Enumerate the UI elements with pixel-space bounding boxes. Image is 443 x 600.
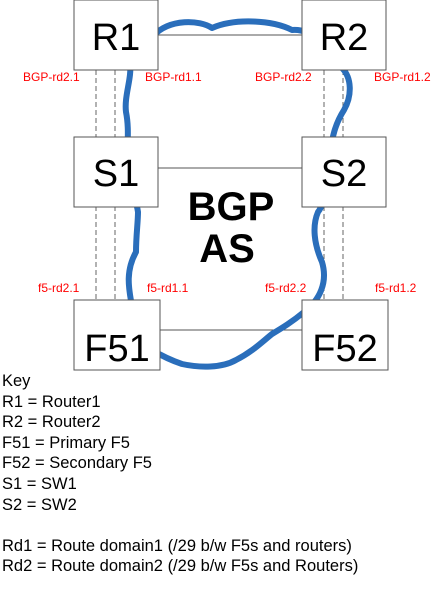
key-item-rd1-row: Rd1 = Route domain1 (/29 b/w F5s and rou… [2, 515, 358, 556]
key-item-r2: R2 = Router2 [2, 413, 101, 432]
f5-primary-box [73, 299, 161, 371]
key-item-s2: S2 = SW2 [2, 495, 77, 514]
key-item-f52: F52 = Secondary F5 [2, 454, 152, 473]
iface-f52-rd2: f5-rd2.2 [265, 281, 307, 295]
switch1-label: S1 [93, 153, 139, 195]
iface-f51-rd2: f5-rd2.1 [38, 281, 80, 295]
switch2-box [301, 136, 387, 208]
bgp-as-label-line1: BGP [188, 185, 275, 229]
iface-r2-rd1: BGP-rd1.2 [374, 70, 431, 84]
key-title: Key [2, 372, 31, 390]
iface-f52-rd1: f5-rd1.2 [375, 281, 417, 295]
diagram-key: Key R1 = Router1 R2 = Router2 F51 = Prim… [2, 371, 358, 577]
router2-box [301, 0, 387, 71]
key-item-f51: F51 = Primary F5 [2, 433, 130, 452]
router1-box [73, 0, 159, 71]
router1-label: R1 [92, 17, 141, 59]
bgp-as-label-line2: AS [199, 227, 255, 271]
f5-secondary-box [301, 299, 389, 371]
iface-r2-rd2: BGP-rd2.2 [255, 70, 312, 84]
key-item-rd1: Rd1 = Route domain1 (/29 b/w F5s and rou… [2, 536, 352, 555]
f5-secondary-label: F52 [312, 328, 377, 370]
switch2-label: S2 [321, 153, 367, 195]
f5-primary-label: F51 [84, 328, 149, 370]
iface-f51-rd1: f5-rd1.1 [147, 281, 189, 295]
key-item-rd2: Rd2 = Route domain2 (/29 b/w F5s and Rou… [2, 557, 359, 576]
iface-r1-rd1: BGP-rd1.1 [145, 70, 202, 84]
iface-r1-rd2: BGP-rd2.1 [23, 70, 80, 84]
network-diagram: R1 R2 S1 S2 F51 F52 BGP AS BGP-rd2.1 BGP… [23, 0, 431, 371]
router2-label: R2 [320, 17, 369, 59]
switch1-box [73, 136, 159, 208]
key-item-r1: R1 = Router1 [2, 392, 101, 411]
key-item-s1: S1 = SW1 [2, 474, 77, 493]
